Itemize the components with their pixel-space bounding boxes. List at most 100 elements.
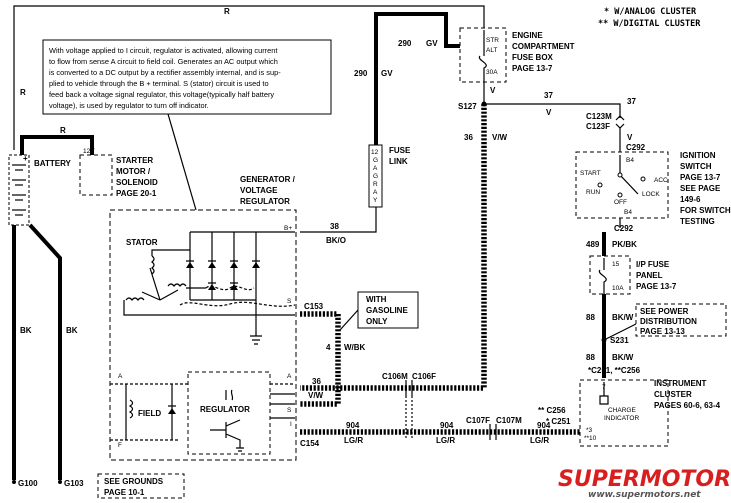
- wire-label: 38: [330, 222, 339, 231]
- terminal-label: F: [118, 442, 122, 449]
- connector-label: C107M: [496, 416, 522, 425]
- legend-digital: ** W/DIGITAL CLUSTER: [598, 19, 701, 29]
- note-line: is converted to a DC output by a rectifi…: [49, 68, 281, 77]
- component-label: ONLY: [366, 317, 388, 326]
- connector-label: * C251: [546, 417, 571, 426]
- terminal-label: S: [287, 298, 292, 305]
- component-label: COMPARTMENT: [512, 42, 575, 51]
- component-label: PAGE 13-7: [512, 64, 553, 73]
- switch-position: ACC: [654, 177, 668, 184]
- connector-label: S127: [458, 102, 477, 111]
- indicator-label: CHARGE: [608, 407, 636, 414]
- component-label: FUSE: [389, 146, 411, 155]
- wire-label: W/BK: [344, 343, 366, 352]
- fuse-text: 10A: [612, 285, 624, 292]
- wire-label: LG/R: [436, 436, 455, 445]
- fuse-link-text: R: [373, 181, 378, 188]
- component-label: CLUSTER: [654, 390, 692, 399]
- connector-label: C123F: [586, 122, 610, 131]
- component-label: PAGE 13-7: [680, 173, 721, 182]
- component-label: PAGE 20-1: [116, 189, 157, 198]
- battery-label: BATTERY: [34, 159, 72, 168]
- starter-solenoid: 12V STARTER MOTOR / SOLENOID PAGE 20-1: [79, 148, 158, 198]
- wire-290-gv: 290 GV 290 GV: [354, 12, 462, 150]
- batt-plus: +: [23, 154, 28, 163]
- connector-label: C154: [300, 439, 320, 448]
- component-label: TESTING: [680, 217, 715, 226]
- wire-label: BK/W: [612, 353, 634, 362]
- starter-12v: 12V: [83, 148, 95, 155]
- connector-label: C123M: [586, 112, 612, 121]
- fuse-link-text: G: [373, 173, 378, 180]
- wire-label: 904: [440, 421, 454, 430]
- wire-label: GV: [381, 69, 393, 78]
- component-label: SEE POWER: [640, 307, 689, 316]
- fuse-box-text: ALT: [486, 47, 497, 54]
- wire-label: PK/BK: [612, 240, 637, 249]
- component-label: REGULATOR: [200, 405, 250, 414]
- wire-37-v: S127 37 V C123M C123F 37 V: [458, 82, 636, 155]
- wire-label: 88: [586, 313, 595, 322]
- wire-label: V/W: [308, 391, 324, 400]
- wire-label: V: [627, 133, 633, 142]
- logo-url: www.supermotors.net: [588, 490, 701, 500]
- wire-label: 4: [326, 343, 331, 352]
- wire-4-wbk: C153 4 W/BK WITH GASOLINE ONLY: [300, 291, 419, 407]
- instrument-cluster: 7 CHARGE INDICATOR *3 **10 INSTRUMENT CL…: [579, 379, 721, 447]
- wire-label: BK/W: [612, 313, 634, 322]
- wire-label: 489: [586, 240, 600, 249]
- ip-fuse-panel: 489 PK/BK 15 10A I/P FUSE PANEL PAGE 13-…: [586, 232, 677, 295]
- component-label: VOLTAGE: [240, 186, 278, 195]
- component-label: FUSE BOX: [512, 53, 554, 62]
- component-label: PAGE 13-7: [636, 282, 677, 291]
- indicator-label: INDICATOR: [604, 415, 639, 422]
- logo-text: SUPERMOTORS: [558, 467, 731, 492]
- fuse-link: 12 G A G R A Y FUSE LINK 38 BK/O: [300, 144, 411, 245]
- generator-regulator: GENERATOR / VOLTAGE REGULATOR STATOR B+: [109, 175, 297, 461]
- wire-label: LG/R: [344, 436, 363, 445]
- engine-fuse-box: STR ALT 30A ENGINE COMPARTMENT FUSE BOX …: [459, 27, 575, 95]
- wire-label: 904: [537, 421, 551, 430]
- component-label: GASOLINE: [366, 306, 408, 315]
- wire-label: LG/R: [530, 436, 549, 445]
- component-label: REGULATOR: [240, 197, 290, 206]
- component-label: INSTRUMENT: [654, 379, 707, 388]
- switch-position: RUN: [586, 189, 600, 196]
- fuse-link-text: 12: [371, 149, 379, 156]
- component-label: MOTOR /: [116, 167, 151, 176]
- component-label: GENERATOR /: [240, 175, 296, 184]
- supermotors-logo: SUPERMOTORS www.supermotors.net: [558, 467, 731, 500]
- connector-label: C107F: [466, 416, 490, 425]
- wire-label: 37: [544, 91, 553, 100]
- component-label: ENGINE: [512, 31, 543, 40]
- fuse-box-text: 30A: [486, 69, 498, 76]
- component-label: WITH: [366, 295, 387, 304]
- switch-position: START: [580, 170, 601, 177]
- wire-label: BK: [66, 326, 78, 335]
- component-label: IGNITION: [680, 151, 716, 160]
- connector-label: C106M: [382, 372, 408, 381]
- wire-88-bkw: 88 BK/W S231 SEE POWER DISTRIBUTION PAGE…: [586, 294, 727, 378]
- connector-label: *C251, **C256: [588, 366, 641, 375]
- ignition-switch: C292 B4 B4 START RUN OFF LOCK ACC IGNITI…: [575, 143, 731, 233]
- legend-analog: * W/ANALOG CLUSTER: [604, 7, 697, 17]
- battery: + BATTERY: [8, 154, 72, 226]
- pin-label: B4: [626, 157, 634, 164]
- wire-label: V/W: [492, 133, 508, 142]
- terminal-label: A: [287, 373, 292, 380]
- connector-label: ** C256: [538, 406, 566, 415]
- wire-label: 290: [398, 39, 412, 48]
- connector-label: C106F: [412, 372, 436, 381]
- wire-label: GV: [426, 39, 438, 48]
- component-label: PANEL: [636, 271, 663, 280]
- wire-label: BK/O: [326, 236, 346, 245]
- connector-label: C153: [304, 302, 324, 311]
- wire-label: V: [546, 108, 552, 117]
- connector-label: G103: [64, 479, 84, 488]
- wire-label: 37: [627, 97, 636, 106]
- component-label: STARTER: [116, 156, 153, 165]
- wire-label: 88: [586, 353, 595, 362]
- note-line: voltage), is used by regulator to turn o…: [49, 101, 209, 110]
- terminal-label: S: [287, 407, 292, 414]
